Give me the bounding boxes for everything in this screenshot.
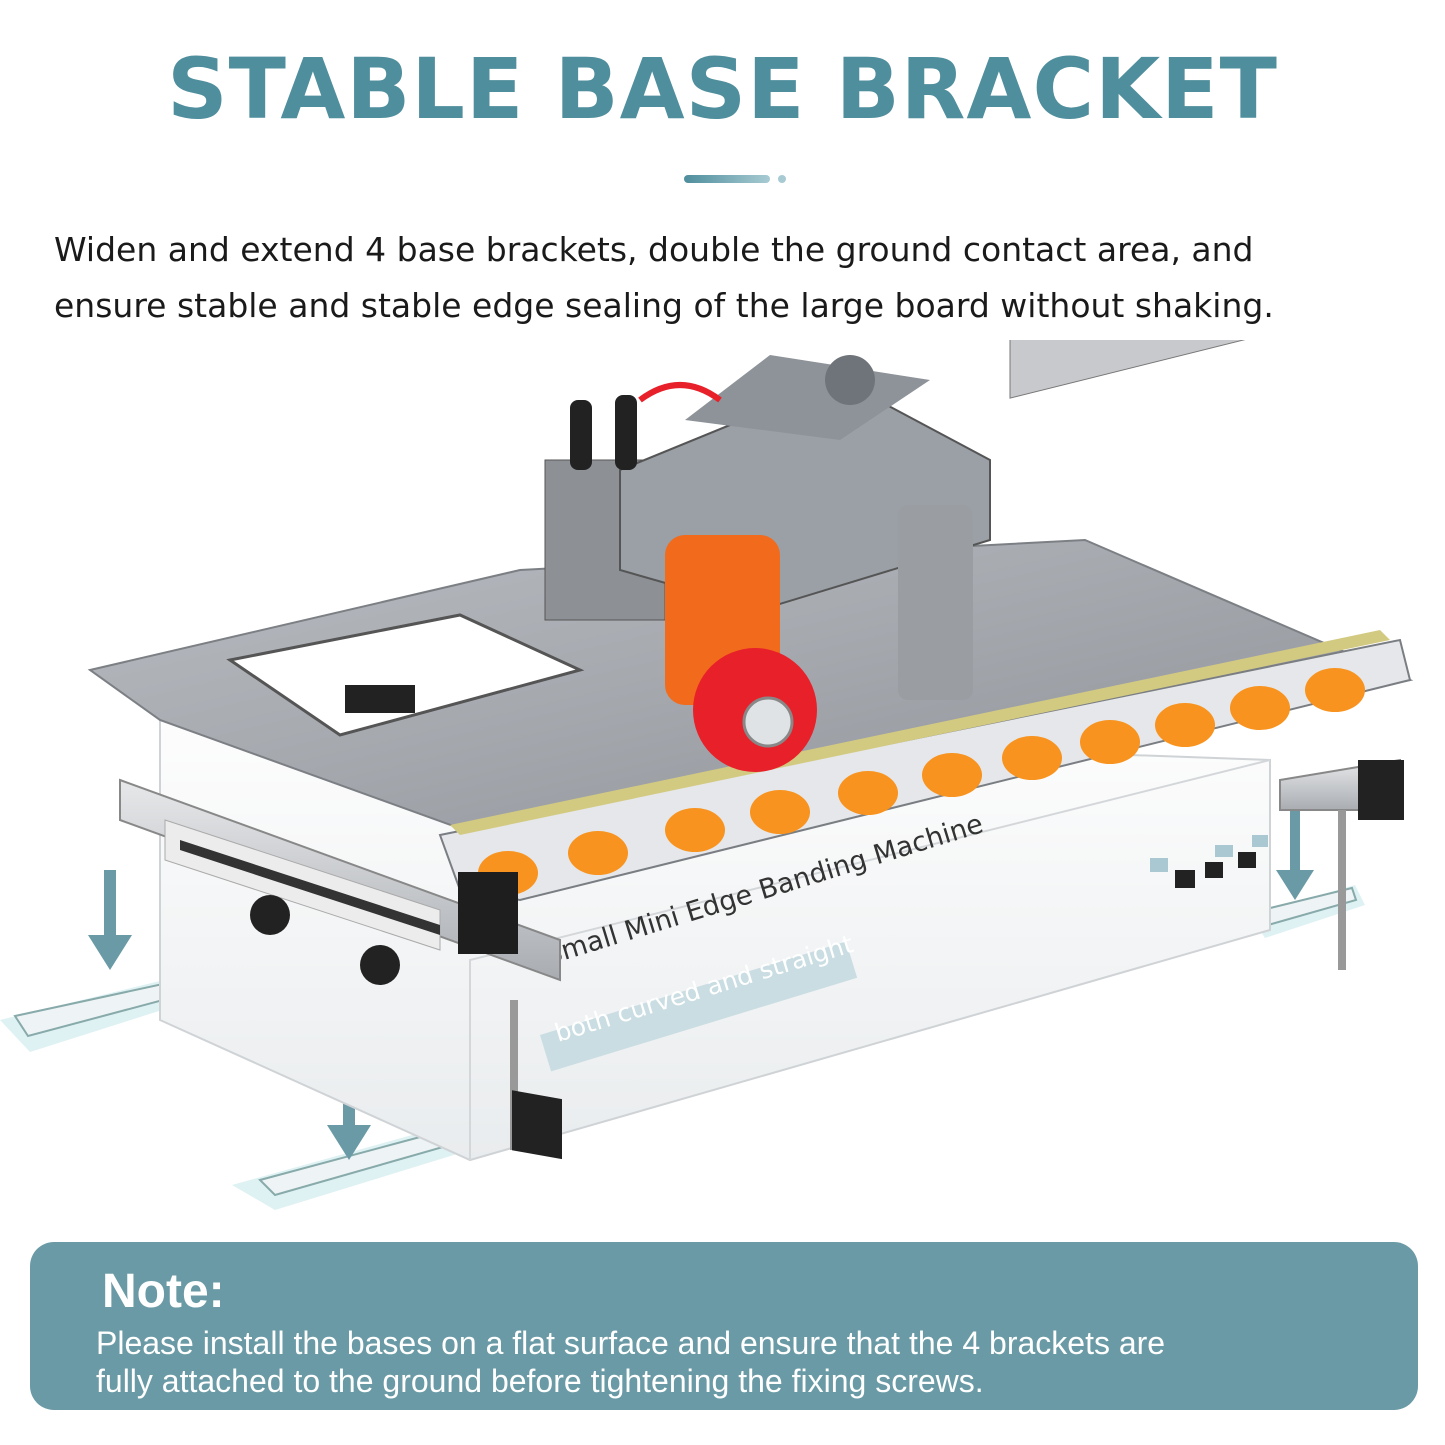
roller [1230,686,1290,730]
roller [1080,720,1140,764]
roller [922,753,982,797]
feed-rollers [478,668,1365,895]
rail-end-cap [458,872,518,954]
roller [665,808,725,852]
roller [568,831,628,875]
machine-sublabel-band [540,941,858,1072]
body-decoration [1150,835,1268,888]
roller [838,771,898,815]
divider-bar [684,175,770,183]
glue-unit [544,340,1256,705]
title-divider [684,173,794,185]
roller [1002,736,1062,780]
product-image: Small Mini Edge Banding Machine both cur… [0,340,1414,1210]
intro-line-2: ensure stable and stable edge sealing of… [54,286,1274,325]
intro-text: Widen and extend 4 base brackets, double… [54,222,1414,334]
note-heading: Note: [102,1265,225,1318]
divider-dot [778,175,786,183]
note-box: Note: Please install the bases on a flat… [30,1242,1418,1410]
roller [1155,703,1215,747]
intro-line-1: Widen and extend 4 base brackets, double… [54,230,1254,269]
down-arrow-icon [1276,810,1314,900]
roller [750,790,810,834]
note-line-2: fully attached to the ground before tigh… [96,1363,984,1399]
temperature-display [345,685,415,713]
note-line-1: Please install the bases on a flat surfa… [96,1325,1166,1361]
left-base-bracket [119,778,562,1160]
note-text: Please install the bases on a flat surfa… [96,1324,1396,1400]
red-knob-icon [693,648,817,772]
right-base-bracket [1279,758,1404,970]
roller [1305,668,1365,712]
down-arrow-icon [88,870,132,970]
page-title: STABLE BASE BRACKET [167,40,1278,138]
air-fittings [570,382,722,470]
